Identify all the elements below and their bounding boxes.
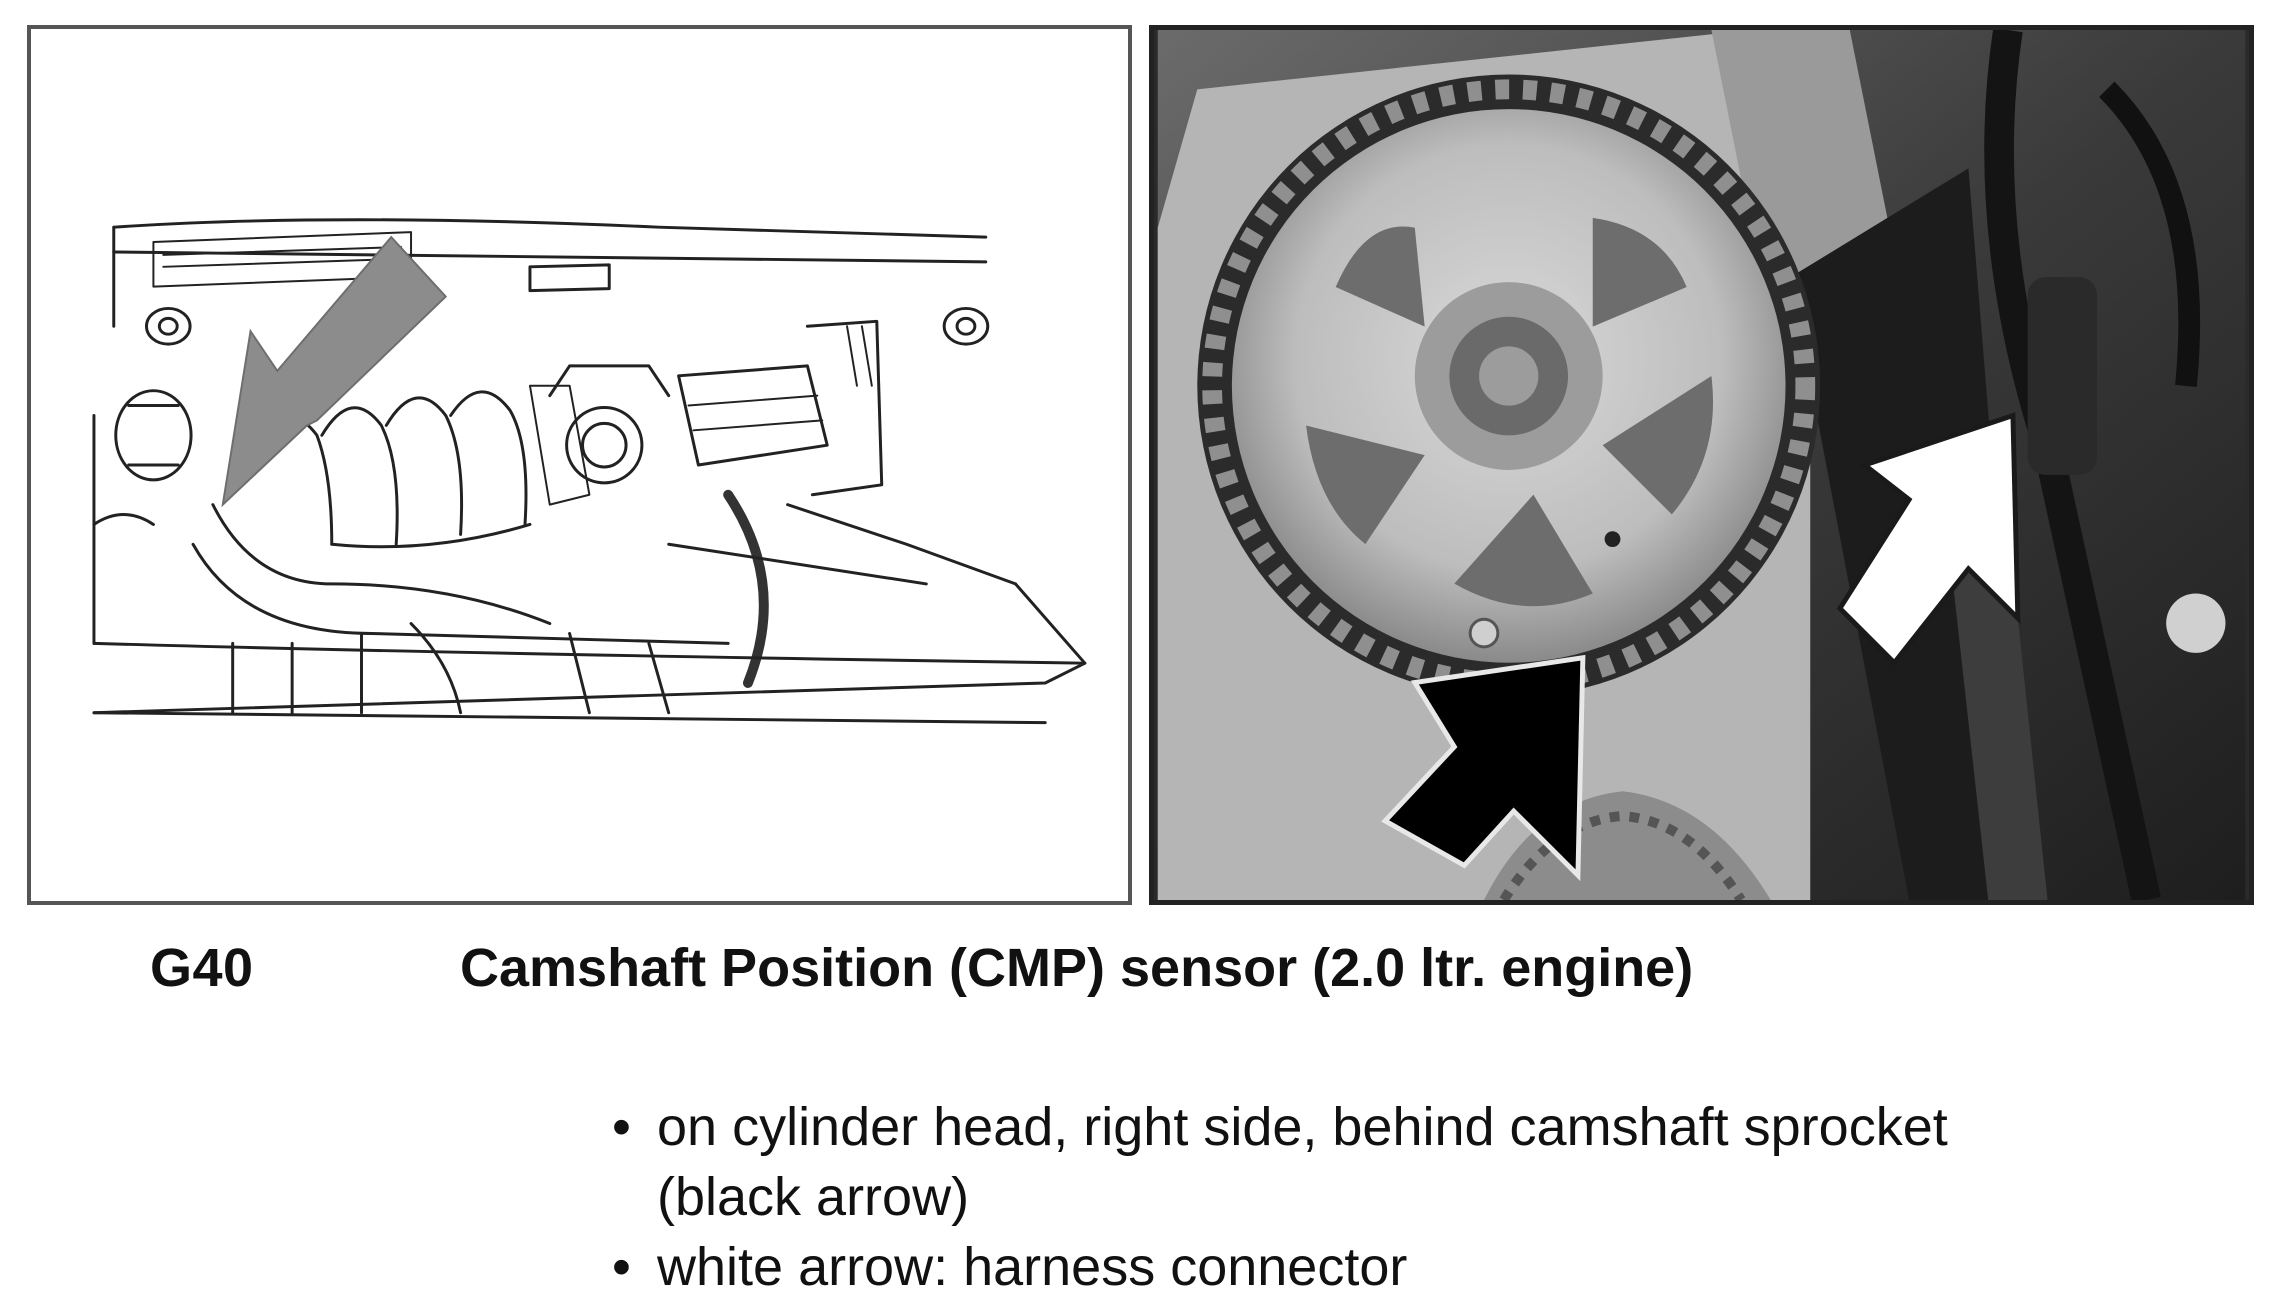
note-line: on cylinder head, right side, behind cam…	[657, 1097, 1948, 1157]
note-item: • on cylinder head, right side, behind c…	[612, 1092, 1948, 1232]
note-item: • white arrow: harness connector	[612, 1232, 1948, 1302]
black-arrow	[1381, 654, 1586, 882]
note-line: (black arrow)	[657, 1167, 970, 1227]
engine-line-drawing	[92, 218, 1087, 725]
note-line: white arrow: harness connector	[657, 1237, 1408, 1297]
component-code: G40	[150, 938, 254, 998]
white-arrow	[1836, 412, 2021, 667]
component-title: Camshaft Position (CMP) sensor (2.0 ltr.…	[460, 938, 1694, 998]
bullet: •	[612, 1237, 631, 1297]
camshaft-sprocket-photo	[1157, 30, 2246, 900]
bullet: •	[612, 1097, 631, 1157]
camshaft-photo-panel	[1149, 25, 2254, 905]
gray-arrow	[221, 235, 448, 508]
location-notes: • on cylinder head, right side, behind c…	[612, 1092, 1948, 1302]
engine-drawing-panel	[27, 25, 1132, 905]
